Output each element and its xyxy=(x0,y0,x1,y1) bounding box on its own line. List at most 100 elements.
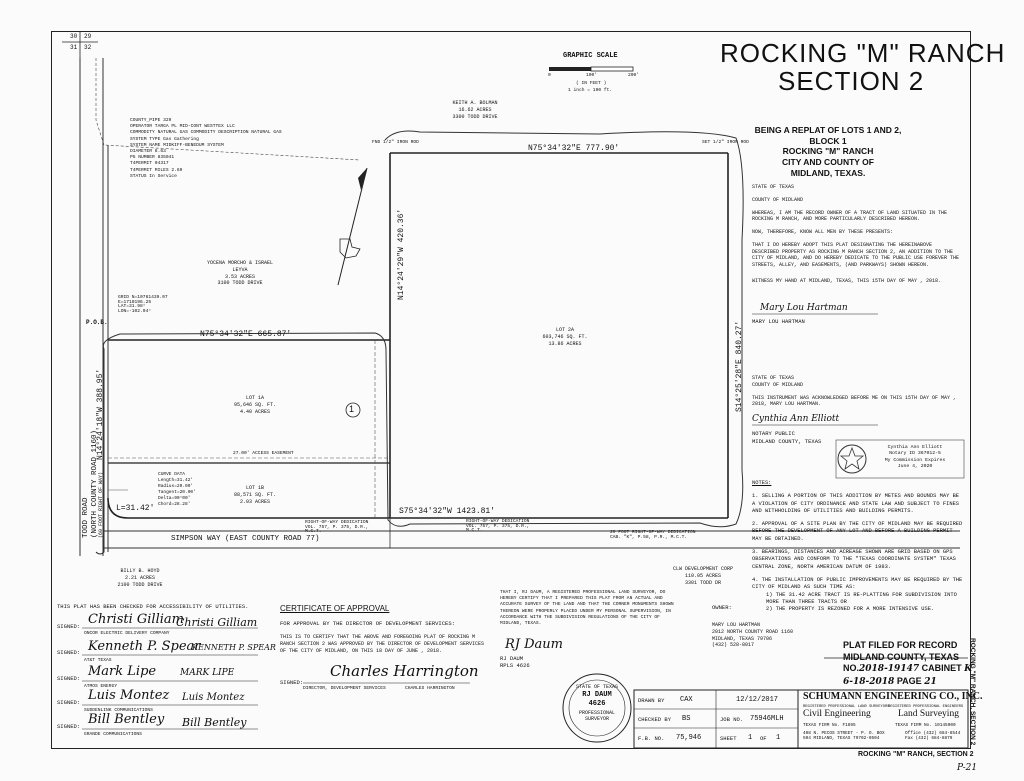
firm-address: 408 N. PECOS STREET - P. O. BOX 504 MIDL… xyxy=(803,731,885,741)
signed-label: SIGNED: xyxy=(57,675,81,682)
page-corner-note: P-21 xyxy=(957,763,978,773)
scale-bar-black xyxy=(549,67,591,71)
utility-signature: Mark Lipe xyxy=(88,664,157,679)
firm-phone: Office (432) 684-8544 Fax (432) 684-8879 xyxy=(905,731,961,741)
lot-number: 1 xyxy=(349,404,355,414)
todd-road-label: TODD ROAD (NORTH COUNTY ROAD 1160) (60 F… xyxy=(82,429,105,538)
texas-outline-icon xyxy=(339,238,361,259)
surveyor-name: RJ DAUM xyxy=(500,655,524,662)
utility-printed-name: Christi Gilliam xyxy=(176,616,258,629)
surveyor-certificate: THAT I, RJ DAUM, A REGISTERED PROFESSION… xyxy=(500,590,674,626)
plat-filed-stamp: PLAT FILED FOR RECORD MIDLAND COUNTY, TE… xyxy=(843,640,972,688)
utility-printed-name: MARK LIPE xyxy=(180,668,235,678)
utility-org: GRANDE COMMUNICATIONS xyxy=(84,732,142,737)
utilities-heading: THIS PLAT HAS BEEN CHECKED FOR ACCESSIBI… xyxy=(57,603,249,610)
utility-signature: Bill Bentley xyxy=(88,712,165,727)
fb-label: F.B. NO. xyxy=(638,735,665,742)
utility-org: ATMOS ENERGY xyxy=(84,684,118,689)
bearing-north-long: N75°34'32"E 777.90' xyxy=(528,144,620,153)
simpson-way-label: SIMPSON WAY (EAST COUNTY ROAD 77) xyxy=(171,535,320,543)
curve-length: L=31.42' xyxy=(116,504,155,513)
sheet-label: SHEET xyxy=(720,735,737,742)
approval-heading: CERTIFICATE OF APPROVAL xyxy=(280,604,390,613)
plat-title-line1: ROCKING "M" RANCH xyxy=(720,38,1006,68)
section-30: 30 xyxy=(70,33,78,40)
of-number: 1 xyxy=(776,734,781,742)
title-block-frame xyxy=(633,689,969,749)
utility-org: AT&T TEXAS xyxy=(84,658,112,663)
row-note-3: 20 FOOT RIGHT-OF-WAY DEDICATION CAB. "K"… xyxy=(610,530,696,540)
firm-name: SCHUMANN ENGINEERING CO., INC. xyxy=(803,691,983,702)
utility-org: SUDDENLINK COMMUNICATIONS xyxy=(84,708,153,713)
scale-bar-white xyxy=(590,66,634,72)
signed-label: SIGNED: xyxy=(57,723,81,730)
dedication-block: STATE OF TEXAS COUNTY OF MIDLAND WHEREAS… xyxy=(752,184,960,284)
utility-printed-name: Luis Montez xyxy=(182,692,245,703)
civil-engineering: Civil Engineering xyxy=(803,709,871,719)
of-label: OF xyxy=(760,735,767,742)
fb-number: 75,946 xyxy=(676,734,702,742)
set-rod-label: SET 1/2" IRON ROD xyxy=(702,140,749,145)
acknowledgement-block: STATE OF TEXAS COUNTY OF MIDLAND THIS IN… xyxy=(752,375,957,408)
curve-line xyxy=(107,497,129,519)
access-easement-label: 27.00' ACCESS EASEMENT xyxy=(233,451,294,456)
pob-label: P.O.B. xyxy=(86,319,108,326)
notary-seal-box xyxy=(835,439,965,479)
notary-seal-circle xyxy=(837,444,867,474)
utility-signature: Luis Montez xyxy=(88,688,170,703)
north-arrow-head xyxy=(358,168,367,190)
firm-sub-right: REGISTERED PROFESSIONAL ENGINEERS xyxy=(888,705,964,709)
scale-unit: ( IN FEET ) xyxy=(576,81,607,86)
row-note-2: RIGHT-OF-WAY DEDICATION VOL. 757, P. 375… xyxy=(466,519,530,534)
section-29: 29 xyxy=(84,33,92,40)
checked-label: CHECKED BY xyxy=(638,716,672,723)
scale-tick-100: 100' xyxy=(586,73,598,78)
surveyor-seal-text: STATE OF TEXAS RJ DAUM 4626 PROFESSIONAL… xyxy=(575,684,618,723)
side-label: ROCKING "M" RANCH, SECTION 2 xyxy=(969,638,976,746)
section-32: 32 xyxy=(84,44,92,51)
signed-label: SIGNED: xyxy=(57,623,81,630)
approval-signature: Charles Harrington xyxy=(330,662,479,680)
bearing-south: S75°34'32"W 1423.81' xyxy=(399,507,496,516)
footer-label: ROCKING "M" RANCH, SECTION 2 xyxy=(858,751,974,758)
utility-signature: Kenneth P. Spear xyxy=(88,639,201,654)
graphic-scale-label: GRAPHIC SCALE xyxy=(563,52,618,60)
north-arrow-line xyxy=(337,167,368,286)
scale-tick-0: 0 xyxy=(548,73,551,78)
approval-sub: FOR APPROVAL BY THE DIRECTOR OF DEVELOPM… xyxy=(280,620,455,627)
signed-label: SIGNED: xyxy=(57,649,81,656)
drawn-date: 12/12/2017 xyxy=(736,696,779,704)
section-31: 31 xyxy=(70,44,78,51)
utility-signature: Christi Gilliam xyxy=(88,612,184,627)
notary-county: MIDLAND COUNTY, TEXAS xyxy=(752,438,822,445)
utility-printed-name: KENNETH P. SPEAR xyxy=(192,643,276,652)
surveyor-rpls: RPLS 4626 xyxy=(500,662,530,669)
iron-rod-label: FND 1/2" IRON ROD xyxy=(372,140,419,145)
row-note-1: RIGHT-OF-WAY DEDICATION VOL. 757, P. 375… xyxy=(305,520,369,535)
notary-star-icon xyxy=(839,446,865,470)
approval-text: THIS IS TO CERTIFY THAT THE ABOVE AND FO… xyxy=(280,634,485,654)
utility-printed-name: Bill Bentley xyxy=(182,716,247,729)
sheet-number: 1 xyxy=(748,734,753,742)
checked-by: BS xyxy=(682,715,691,723)
owner-name: MARY LOU HARTMAN xyxy=(752,318,805,325)
drawn-by-label: DRAWN BY xyxy=(638,697,665,704)
firm-no-left: TEXAS FIRM No. F1895 xyxy=(803,723,856,728)
job-label: JOB NO. xyxy=(720,716,744,723)
surveyor-seal-outer xyxy=(562,673,632,743)
surveyor-seal-inner xyxy=(568,679,626,737)
notary-label: NOTARY PUBLIC xyxy=(752,430,795,437)
bearing-east: S14°25'28"E 840.27' xyxy=(735,320,744,412)
approval-signed-label: SIGNED: xyxy=(280,679,304,686)
